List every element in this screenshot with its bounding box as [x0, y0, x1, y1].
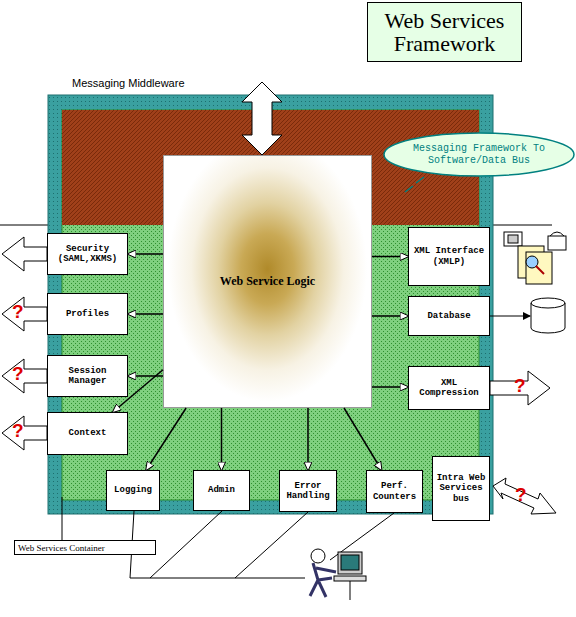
bus-arrow	[493, 478, 556, 514]
question-mark: ?	[12, 301, 24, 323]
question-mark: ?	[12, 420, 24, 442]
callout-leader	[405, 177, 424, 192]
node-text: XML Compression	[410, 378, 488, 399]
service-box: XML Compression	[408, 366, 490, 410]
service-box: Admin	[193, 470, 250, 511]
node-text: Profiles	[66, 309, 109, 319]
service-box: Perf. Counters	[366, 470, 423, 513]
service-box: Session Manager	[47, 355, 128, 397]
service-box: Logging	[106, 470, 160, 511]
call-arrow	[146, 408, 186, 470]
node-text: Security (SAML,XKMS)	[49, 244, 126, 265]
phone-icon	[504, 232, 522, 246]
magnifier-icon	[536, 266, 544, 274]
node-text: Perf. Counters	[368, 481, 421, 502]
caption-box: Web Services Container	[14, 540, 156, 555]
user-figure	[310, 563, 336, 597]
computer-monitor	[338, 552, 362, 574]
ellipse-outline	[384, 133, 574, 176]
service-box: XML Interface (XMLP)	[408, 227, 490, 286]
service-box: Security (SAML,XKMS)	[47, 233, 128, 275]
outbound-arrow	[2, 416, 47, 450]
outbound-arrow	[490, 371, 550, 405]
document-icon	[526, 252, 552, 284]
database-link	[490, 316, 530, 317]
region-label: Messaging Middleware	[72, 77, 185, 89]
outbound-arrow	[2, 237, 47, 271]
question-mark: ?	[515, 484, 527, 506]
call-arrow	[372, 256, 408, 258]
service-box: Error Handling	[279, 470, 337, 512]
node-text: Messaging Framework To Software/Data Bus	[404, 143, 554, 166]
node-text: Error Handling	[281, 481, 335, 502]
call-arrow	[128, 375, 163, 377]
node-text: Web Services Container	[18, 543, 105, 553]
admin-wire	[235, 512, 308, 578]
leader-line	[62, 497, 63, 540]
diagram-title: Web Services Framework	[368, 9, 521, 55]
node-text: Intra Web Services bus	[434, 473, 488, 504]
middleware-arrow	[242, 82, 282, 155]
node-text: Session Manager	[49, 366, 126, 387]
phone-icon	[548, 236, 566, 250]
question-mark: ?	[514, 375, 526, 397]
callout-ellipse: Messaging Framework To Software/Data Bus	[383, 132, 575, 177]
call-arrow	[113, 370, 163, 412]
node-text: Logging	[114, 485, 152, 495]
admin-wire	[130, 578, 305, 579]
phone-icon	[550, 232, 564, 236]
call-arrow	[128, 253, 163, 255]
admin-wire	[150, 511, 222, 578]
bus-box: Intra Web Services bus	[432, 456, 490, 521]
call-arrow	[372, 315, 408, 317]
service-box: Database	[408, 296, 490, 336]
call-arrow	[221, 408, 223, 470]
database-cylinder	[531, 298, 565, 333]
service-box: Profiles	[47, 293, 128, 335]
call-arrow	[128, 313, 163, 315]
computer-desk	[350, 581, 351, 600]
node-text: Admin	[208, 485, 235, 495]
node-text: Database	[427, 311, 470, 321]
node-text: XML Interface (XMLP)	[410, 246, 488, 267]
outbound-arrow	[2, 359, 47, 393]
logic-box: Web Service Logic	[163, 155, 372, 408]
service-box: Context	[47, 412, 128, 455]
computer-screen	[341, 555, 359, 570]
call-arrow	[372, 386, 408, 388]
computer-keyboard	[334, 576, 366, 581]
phone-icon	[508, 235, 518, 243]
outbound-arrow	[2, 297, 47, 331]
call-arrow	[307, 408, 309, 470]
title-box: Web Services Framework	[367, 2, 522, 62]
user-figure	[311, 549, 325, 563]
node-text: Context	[69, 428, 107, 438]
node-text: Web Service Logic	[220, 274, 315, 289]
question-mark: ?	[12, 363, 24, 385]
call-arrow	[344, 408, 381, 470]
